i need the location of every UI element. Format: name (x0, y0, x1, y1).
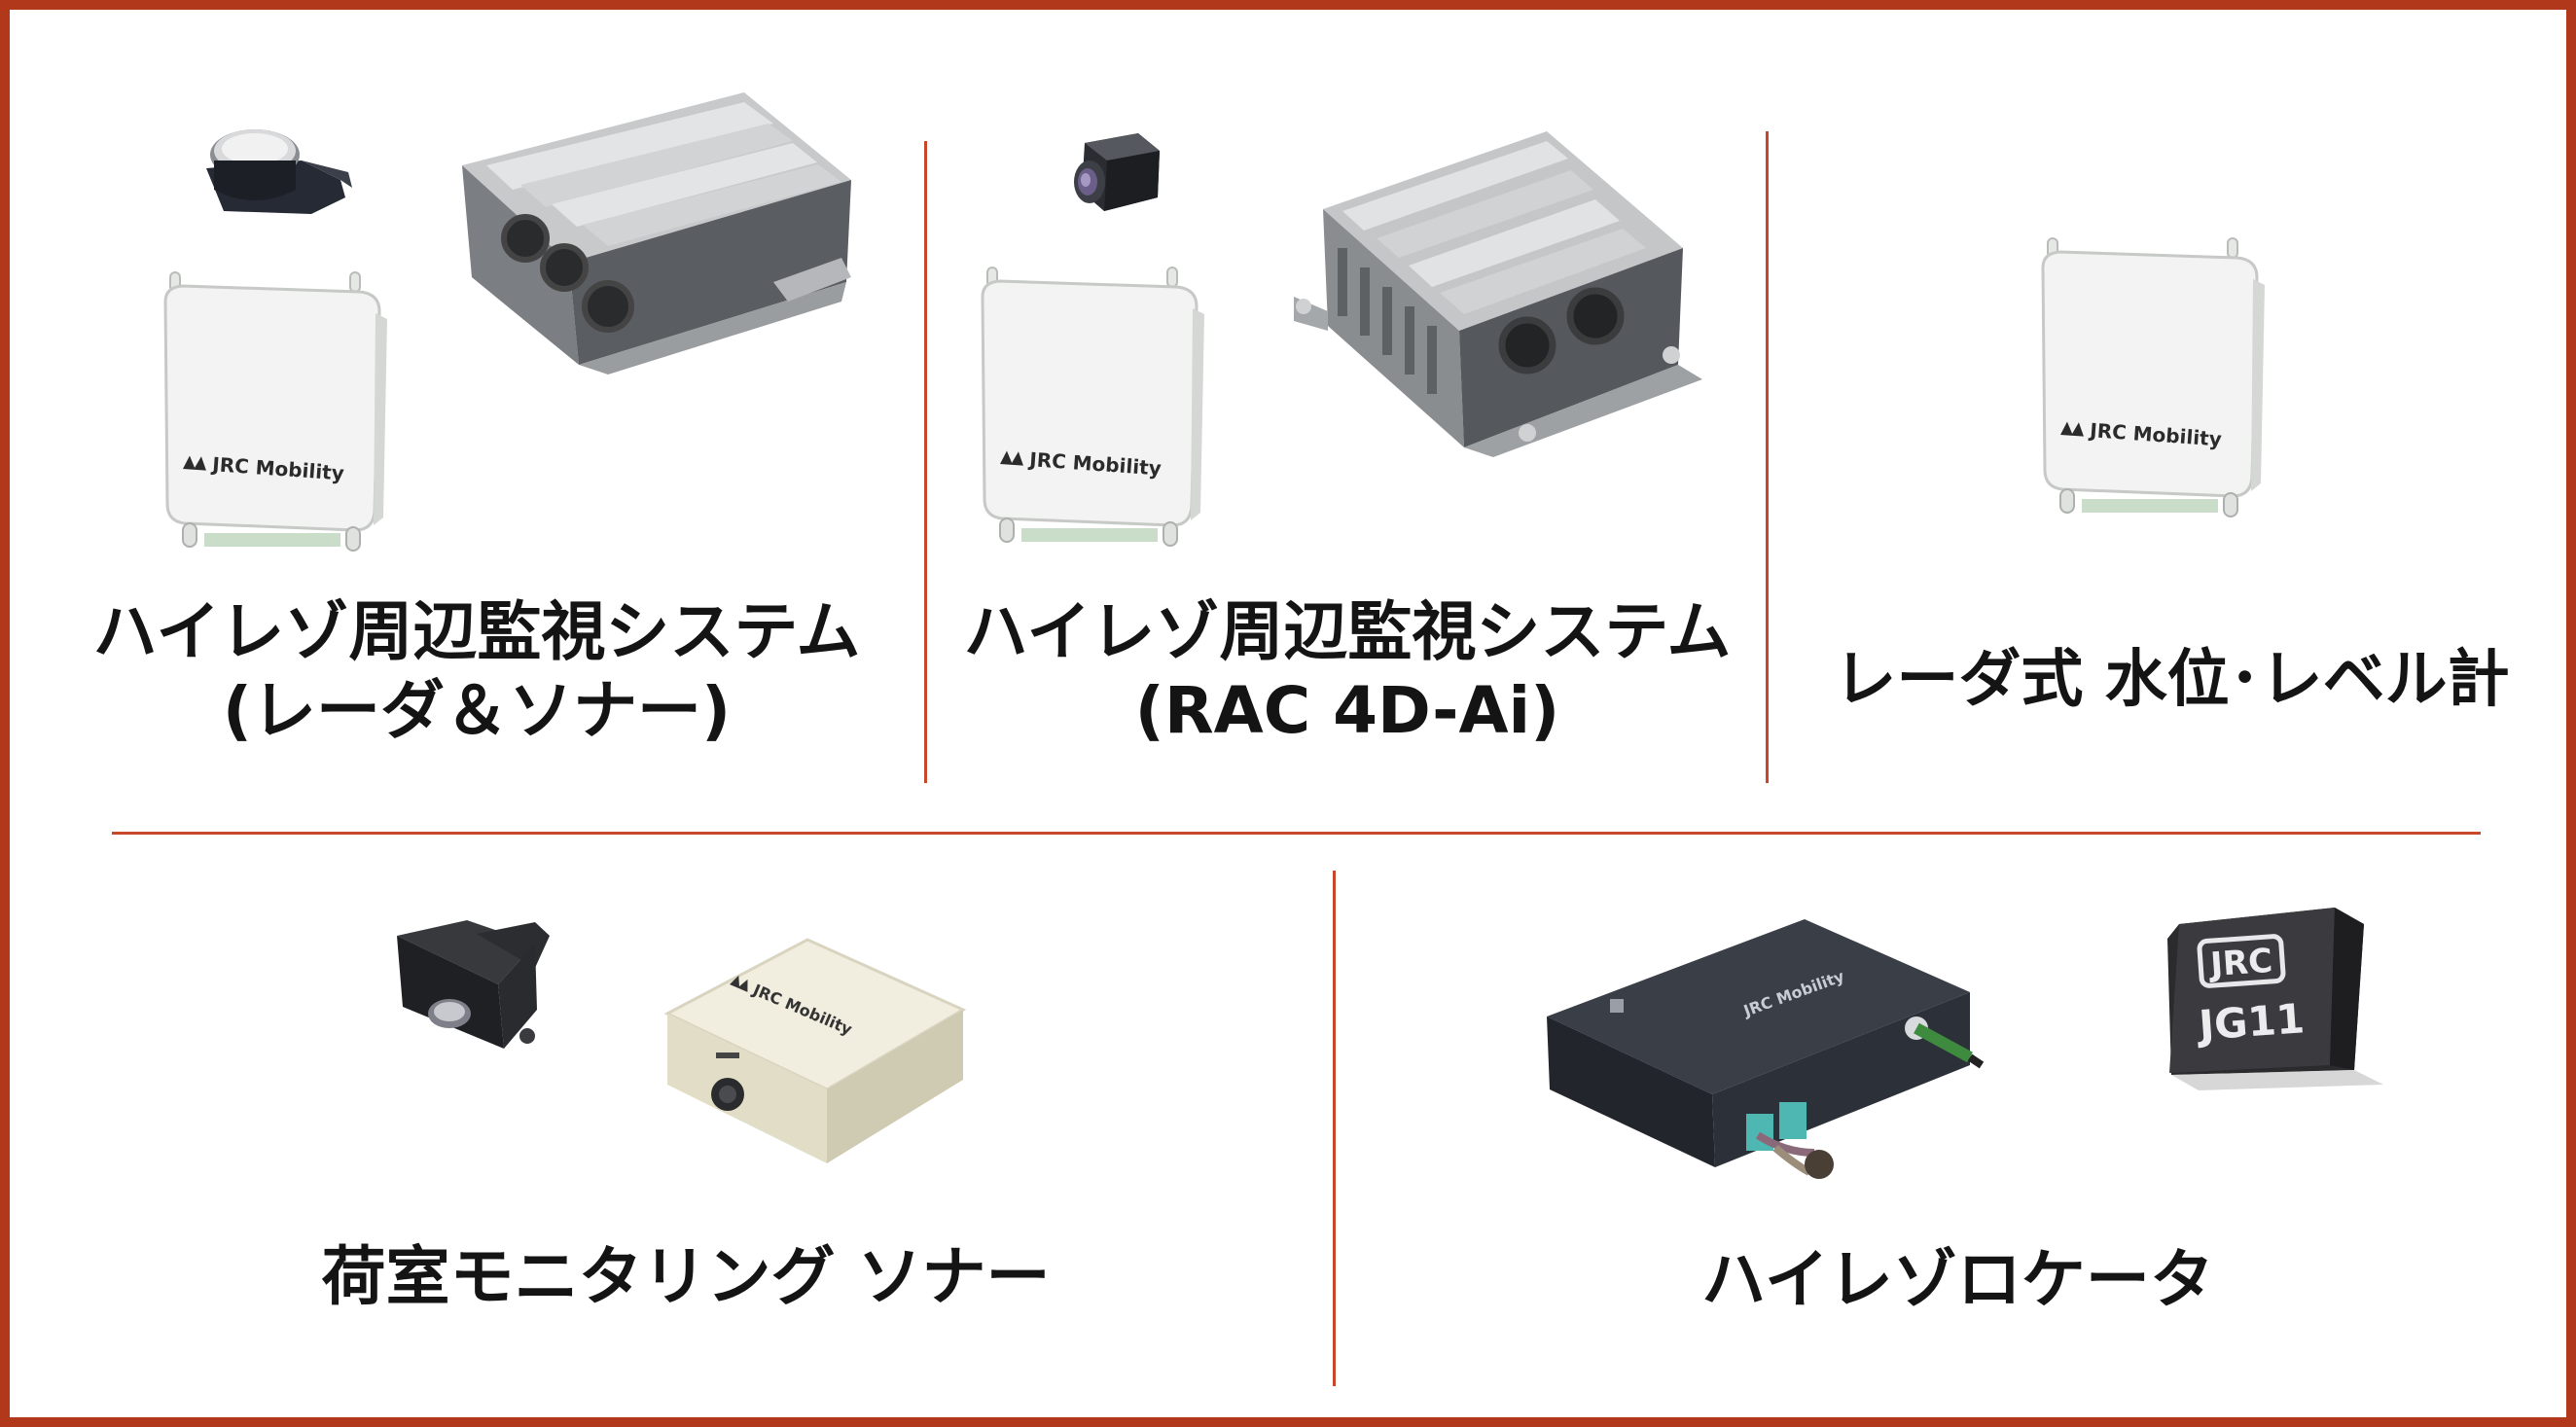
title-line-2: (RAC 4D-Ai) (1134, 672, 1560, 748)
title-line-1: ハイレゾ周辺監視システム (963, 594, 1732, 669)
radar-unit-image: JRC Mobility (163, 271, 387, 552)
radar-level-gauge-image: JRC Mobility (2041, 237, 2265, 517)
title-line-1: ハイレゾ周辺監視システム (92, 594, 861, 669)
jg11-chip-image: JRC JG11 (2167, 908, 2383, 1090)
ecu-ai-unit-image (1294, 131, 1702, 457)
divider-bottom (1333, 871, 1336, 1386)
product-title-rac-4d-ai: ハイレゾ周辺監視システム (RAC 4D-Ai) (934, 593, 1761, 750)
product-title-radar-sonar: ハイレゾ周辺監視システム (レーダ＆ソナー) (68, 593, 885, 750)
divider-horizontal (112, 832, 2481, 835)
product-title-cargo-sonar: 荷室モニタリング ソナー (68, 1238, 1304, 1317)
cargo-sonar-sensor-image (397, 920, 550, 1049)
title-line-1: レーダ式 水位･レベル計 (1834, 644, 2510, 716)
locator-device-image: JRC Mobility (1547, 919, 1985, 1179)
divider-top-1 (924, 141, 927, 783)
title-line-1: 荷室モニタリング ソナー (321, 1239, 1051, 1314)
sonar-controller-image: JRC Mobility (663, 938, 967, 1163)
radar-unit-image: JRC Mobility (981, 267, 1204, 547)
title-line-1: ハイレゾロケータ (1701, 1242, 2214, 1317)
sonar-sensor-image (206, 129, 352, 214)
title-line-2: (レーダ＆ソナー) (222, 672, 732, 748)
camera-image (1074, 133, 1160, 211)
ecu-unit-image (462, 92, 851, 375)
chip-bottom-label: JG11 (2195, 994, 2307, 1050)
divider-top-2 (1766, 131, 1769, 783)
chip-top-label: JRC (2207, 942, 2273, 984)
product-title-locator: ハイレゾロケータ (1347, 1241, 2568, 1320)
product-title-water-level: レーダ式 水位･レベル計 (1775, 642, 2568, 718)
